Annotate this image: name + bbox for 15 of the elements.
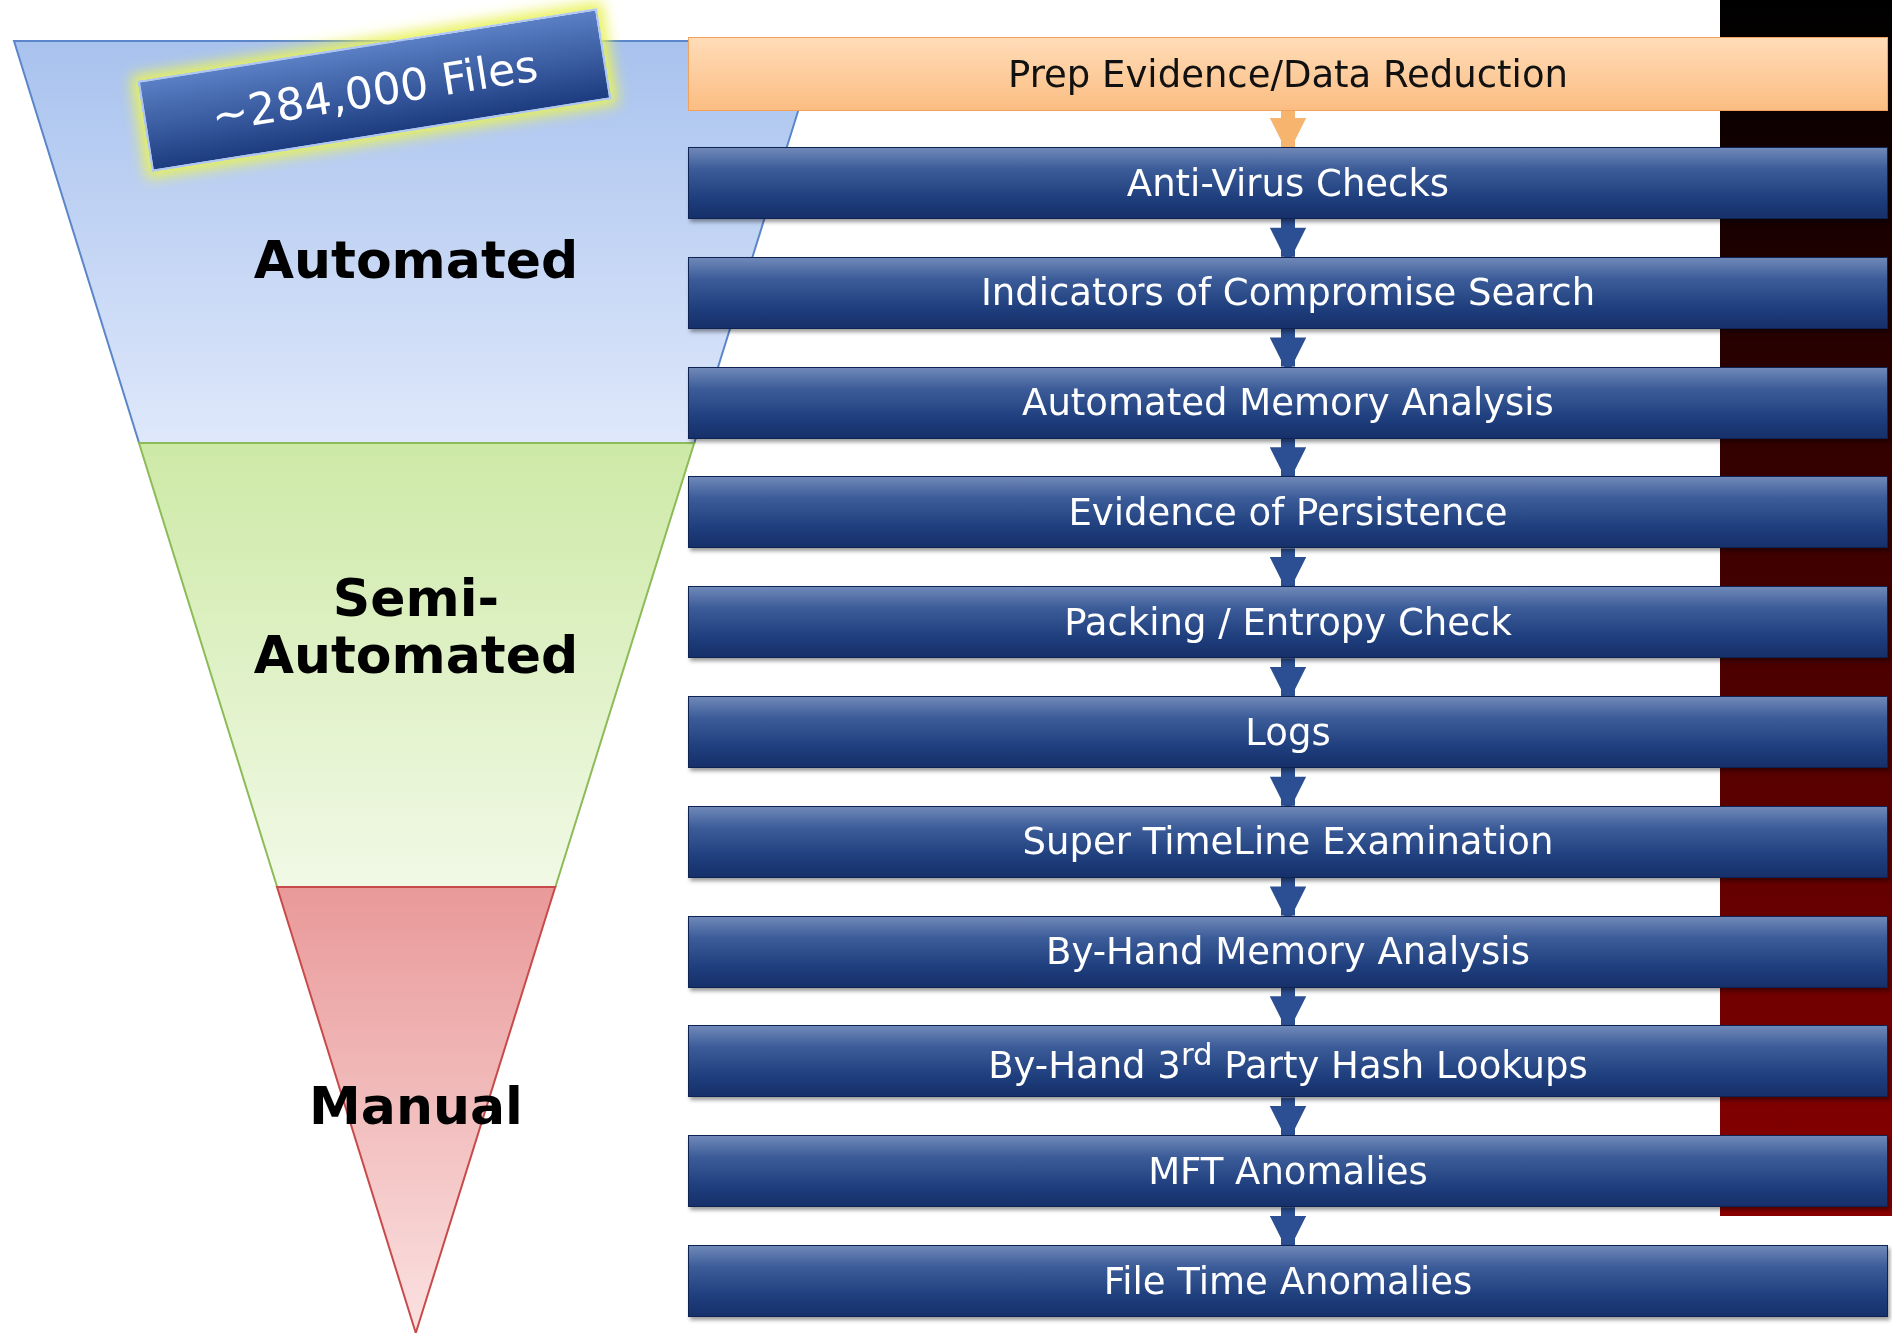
process-bar: MFT Anomalies (688, 1135, 1888, 1208)
process-bar: By-Hand Memory Analysis (688, 915, 1888, 988)
process-bar: Automated Memory Analysis (688, 366, 1888, 439)
process-bar: By-Hand 3$^{rd}$ Party Hash Lookups (688, 1025, 1888, 1098)
process-bar: Indicators of Compromise Search (688, 256, 1888, 329)
process-bar: Logs (688, 696, 1888, 768)
process-bar: Packing / Entropy Check (688, 586, 1888, 659)
process-bar: File Time Anomalies (688, 1245, 1888, 1317)
process-bar: Evidence of Persistence (688, 476, 1888, 549)
process-bar: Prep Evidence/Data Reduction (688, 37, 1888, 111)
process-bar: Anti-Virus Checks (688, 147, 1888, 219)
funnel-stage-label: Semi-Automated (252, 570, 580, 685)
funnel-stage-label: Automated (252, 232, 580, 290)
funnel-stage-label: Manual (308, 1078, 524, 1136)
process-bar: Super TimeLine Examination (688, 805, 1888, 878)
